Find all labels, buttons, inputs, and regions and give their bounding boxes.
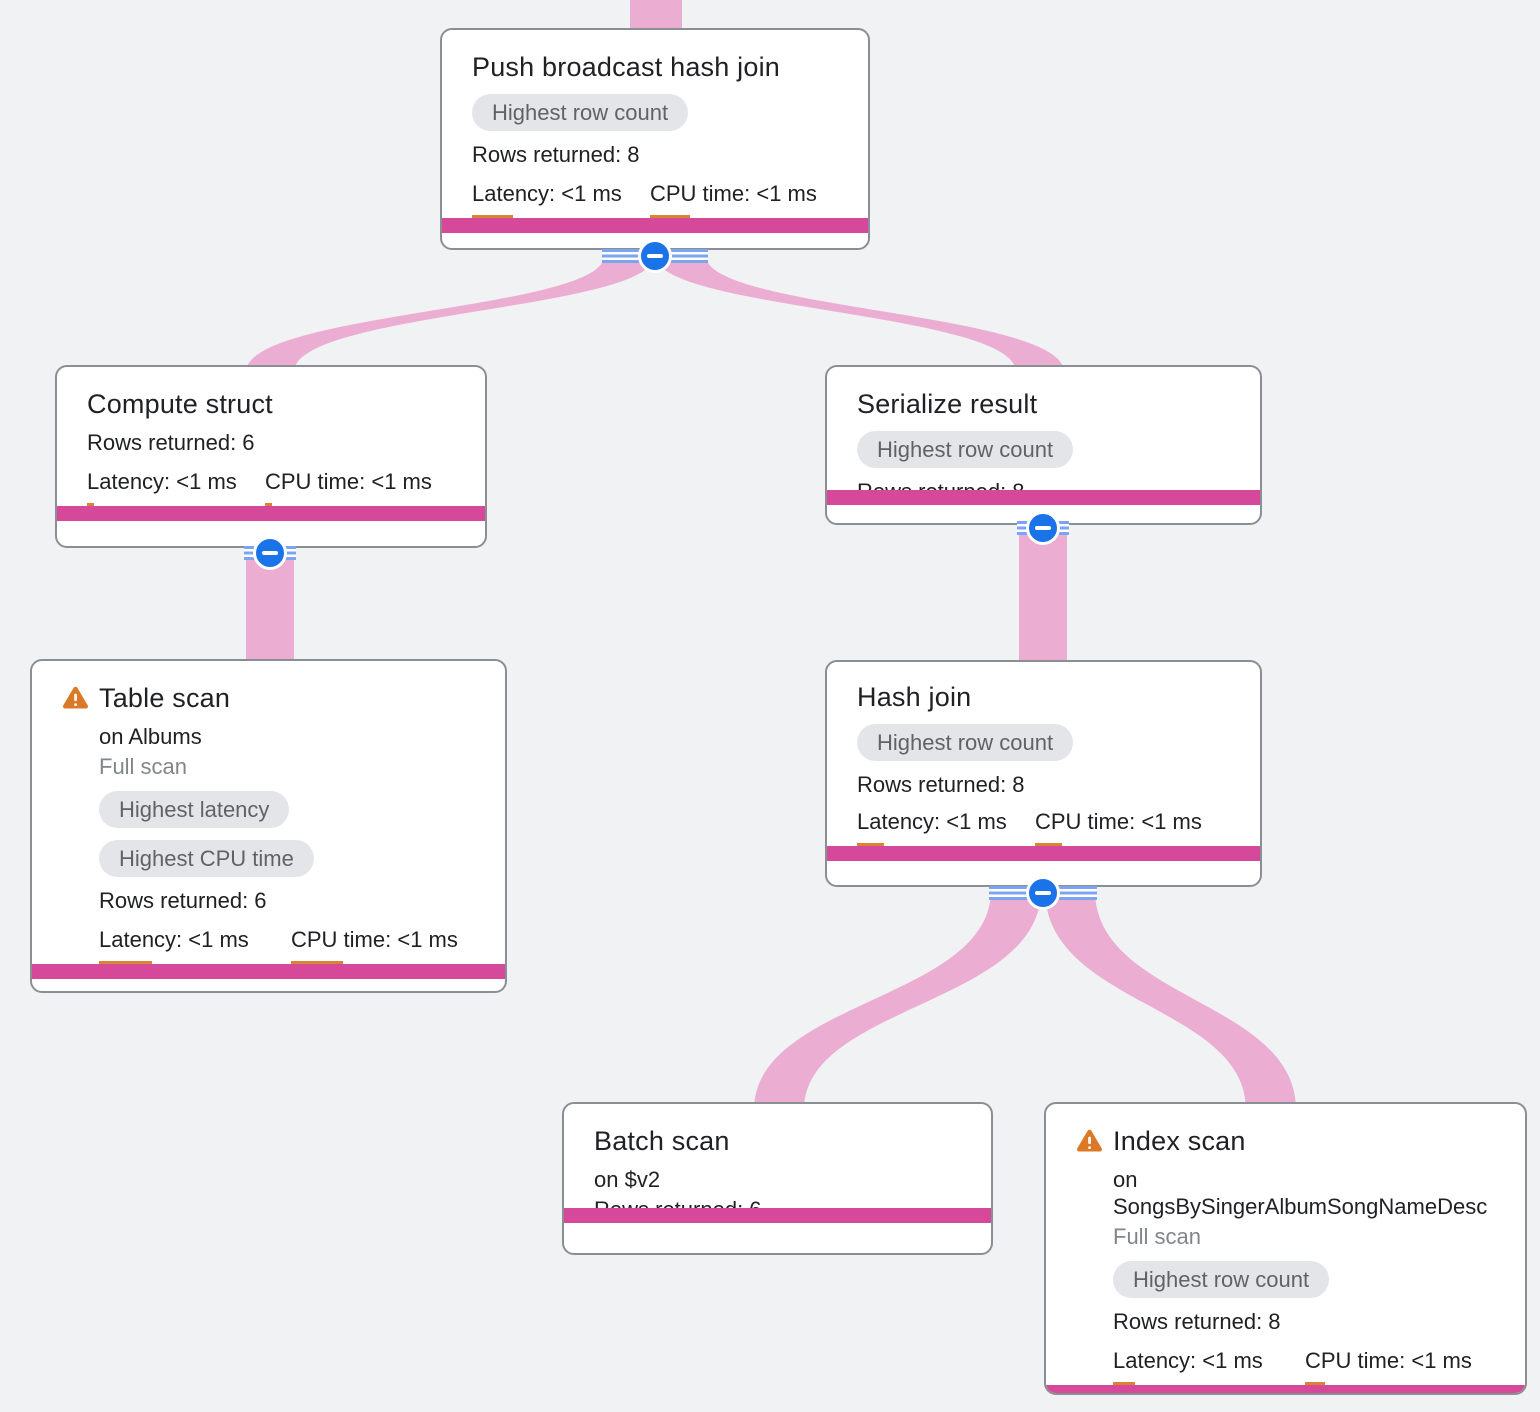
- node-bottom-strip: [827, 490, 1260, 505]
- minus-in-circle-icon[interactable]: [1026, 876, 1060, 910]
- node-title: Index scan: [1113, 1126, 1246, 1156]
- latency-label: Latency: <1 ms: [857, 809, 1007, 834]
- flow-ribbon-hash-to-batch: [754, 890, 1041, 1110]
- latency-label: Latency: <1 ms: [99, 927, 249, 952]
- cpu-time-label: CPU time: <1 ms: [650, 181, 817, 206]
- node-bottom-strip: [57, 506, 485, 521]
- badge-highest-row-count: Highest row count: [1113, 1261, 1330, 1298]
- scan-type-text: Full scan: [1113, 1224, 1202, 1249]
- warning-icon: [1076, 1124, 1113, 1393]
- node-card-hash-join[interactable]: Hash join Highest row count Rows returne…: [825, 660, 1262, 887]
- node-bottom-strip: [442, 218, 868, 233]
- latency-label: Latency: <1 ms: [472, 181, 622, 206]
- rows-returned-text: Rows returned: 6: [87, 430, 255, 455]
- cpu-time-label: CPU time: <1 ms: [265, 469, 432, 494]
- collapse-serialize-result-button[interactable]: [1017, 511, 1069, 545]
- node-title: Serialize result: [857, 389, 1038, 419]
- scan-type-text: Full scan: [99, 754, 188, 779]
- node-title: Table scan: [99, 683, 231, 713]
- node-card-index-scan[interactable]: Index scan on SongsBySingerAlbumSongName…: [1044, 1102, 1527, 1395]
- minus-in-circle-icon[interactable]: [638, 239, 672, 273]
- node-target: on Albums: [99, 724, 202, 749]
- flow-ribbon-compute-to-table: [246, 545, 294, 670]
- latency-label: Latency: <1 ms: [87, 469, 237, 494]
- node-card-push-broadcast-hash-join[interactable]: Push broadcast hash join Highest row cou…: [440, 28, 870, 250]
- rows-returned-text: Rows returned: 6: [99, 888, 267, 913]
- rows-returned-text: Rows returned: 8: [857, 772, 1025, 797]
- cpu-time-label: CPU time: <1 ms: [1035, 809, 1202, 834]
- node-title: Hash join: [857, 682, 972, 712]
- flow-ribbon-serialize-to-hash: [1019, 520, 1067, 670]
- badge-highest-cpu-time: Highest CPU time: [99, 840, 314, 877]
- flow-ribbon-hash-to-index: [1045, 890, 1296, 1110]
- rows-returned-text: Rows returned: 8: [1113, 1309, 1281, 1334]
- cpu-time-label: CPU time: <1 ms: [291, 927, 458, 952]
- badge-highest-latency: Highest latency: [99, 791, 290, 828]
- cpu-time-label: CPU time: <1 ms: [1305, 1348, 1472, 1373]
- warning-icon: [62, 681, 99, 979]
- node-bottom-strip: [32, 964, 505, 979]
- badge-highest-row-count: Highest row count: [857, 724, 1074, 761]
- node-bottom-strip: [564, 1208, 991, 1223]
- collapse-push-broadcast-hash-join-button[interactable]: [602, 239, 708, 273]
- rows-returned-text: Rows returned: 8: [472, 142, 640, 167]
- node-bottom-strip: [1046, 1385, 1525, 1393]
- collapse-compute-struct-button[interactable]: [244, 536, 296, 570]
- node-card-serialize-result[interactable]: Serialize result Highest row count Rows …: [825, 365, 1262, 525]
- flow-ribbon-push-to-compute: [246, 256, 654, 372]
- node-target: on $v2: [594, 1167, 661, 1192]
- node-title: Compute struct: [87, 389, 273, 419]
- node-title: Push broadcast hash join: [472, 52, 780, 82]
- badge-highest-row-count: Highest row count: [472, 94, 689, 131]
- node-card-compute-struct[interactable]: Compute struct Rows returned: 6 Latency:…: [55, 365, 487, 548]
- node-bottom-strip: [827, 846, 1260, 861]
- node-card-batch-scan[interactable]: Batch scan on $v2 Rows returned: 6: [562, 1102, 993, 1255]
- node-title: Batch scan: [594, 1126, 730, 1156]
- flow-ribbon-push-to-serialize: [656, 256, 1064, 372]
- node-target: on SongsBySingerAlbumSongNameDesc: [1113, 1167, 1488, 1219]
- badge-highest-row-count: Highest row count: [857, 431, 1074, 468]
- collapse-hash-join-button[interactable]: [989, 876, 1097, 910]
- minus-in-circle-icon[interactable]: [253, 536, 287, 570]
- node-card-table-scan[interactable]: Table scan on Albums Full scan Highest l…: [30, 659, 507, 993]
- latency-label: Latency: <1 ms: [1113, 1348, 1263, 1373]
- minus-in-circle-icon[interactable]: [1026, 511, 1060, 545]
